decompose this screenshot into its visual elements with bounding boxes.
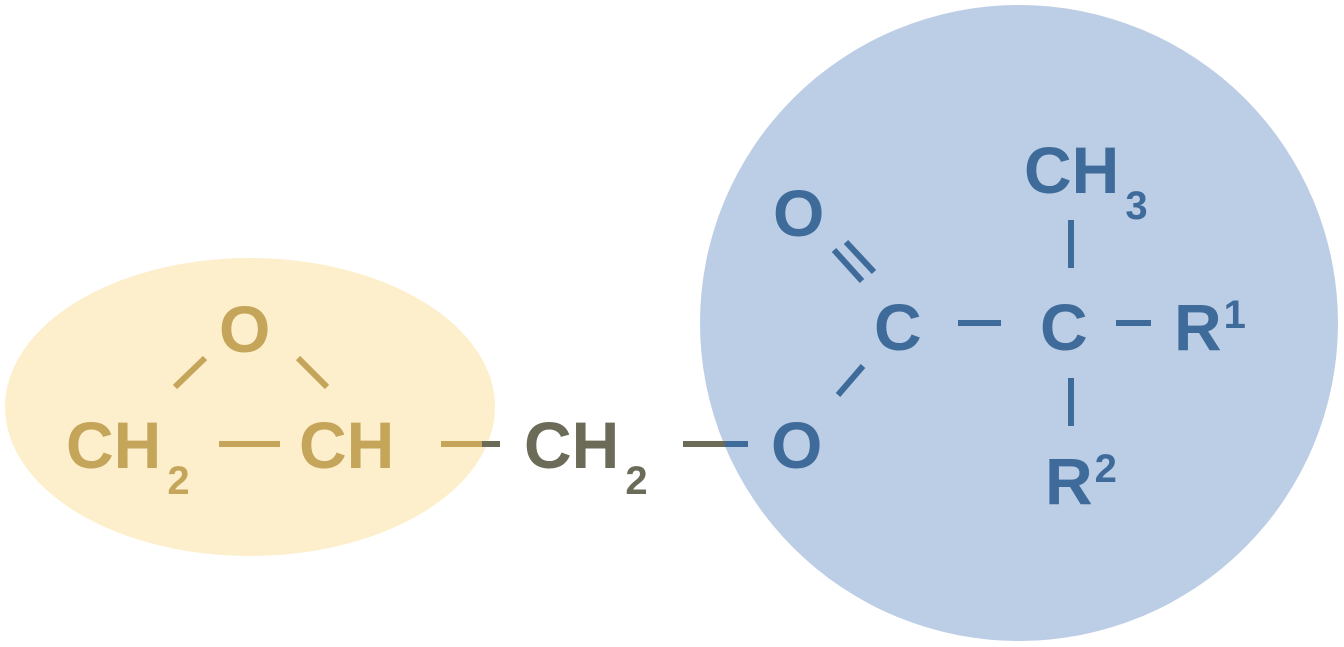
epoxide-bond-right xyxy=(295,355,330,390)
double-bond-line2 xyxy=(843,239,877,275)
epoxide-highlight-ellipse xyxy=(5,258,495,556)
double-bond-line1 xyxy=(831,247,865,284)
epoxide-bond-left xyxy=(172,355,208,390)
epoxide-oxygen: O xyxy=(219,292,271,366)
ester-oxygen-double: O xyxy=(773,176,825,250)
ester-single-bond xyxy=(835,364,866,397)
quaternary-carbon: C xyxy=(1040,290,1088,364)
ester-highlight-circle xyxy=(700,5,1338,641)
r2-substituent: R2 xyxy=(1045,444,1117,518)
carbonyl-carbon: C xyxy=(874,290,922,364)
epoxide-ch: CH xyxy=(299,408,395,482)
ester-oxygen-single: O xyxy=(771,408,823,482)
r1-substituent: R1 xyxy=(1174,290,1246,364)
